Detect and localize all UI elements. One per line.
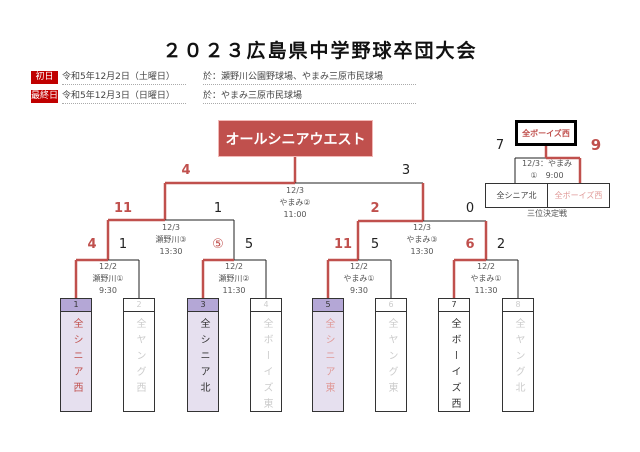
team-2: 2 全ヤング西 [123, 298, 155, 412]
sf1-score-right: 1 [213, 201, 223, 216]
final-day-label: 最終日 [31, 90, 59, 103]
date: 12/3 [162, 223, 180, 232]
place: 瀬野川③ [155, 235, 187, 244]
final-score-right: 3 [401, 163, 411, 178]
third-place-label: 三位決定戦 [527, 209, 567, 218]
time: ① 9:00 [530, 171, 564, 180]
qf2-score-left: ⑤ [212, 237, 224, 252]
time: 11:30 [474, 286, 498, 295]
sf1-score-left: 11 [113, 201, 133, 216]
team-number: 5 [313, 299, 343, 312]
sf2-score-left: 2 [370, 201, 380, 216]
date: 12/3 [286, 186, 304, 195]
final-info: 12/3 やまみ② 11:00 [279, 185, 310, 221]
final-day-date: 令和5年12月3日（日曜日） [62, 90, 186, 104]
team-number: 8 [503, 299, 533, 312]
team-name: 全ボーイズ西 [449, 318, 460, 414]
time: 9:30 [350, 286, 368, 295]
team-number: 6 [376, 299, 406, 312]
place: やまみ③ [406, 235, 438, 244]
qf3-info: 12/2 やまみ① 9:30 [343, 261, 374, 297]
time: 13:30 [410, 247, 434, 256]
sf1-info: 12/3 瀬野川③ 13:30 [155, 222, 186, 258]
time: 11:30 [222, 286, 246, 295]
team-number: 4 [251, 299, 281, 312]
date-place: 12/3：やまみ [522, 159, 572, 168]
day1-date: 令和5年12月2日（土曜日） [62, 71, 186, 85]
sf2-score-right: 0 [465, 201, 475, 216]
date: 12/2 [99, 262, 117, 271]
qf2-info: 12/2 瀬野川② 11:30 [218, 261, 249, 297]
champion-box: オールシニアウエスト [218, 120, 373, 157]
final-day-venue: 於：やまみ三原市民球場 [203, 90, 416, 104]
qf3-score-right: 5 [370, 237, 380, 252]
place: 瀬野川① [92, 274, 124, 283]
team-number: 1 [61, 299, 91, 312]
qf4-info: 12/2 やまみ① 11:30 [470, 261, 501, 297]
page-title: ２０２３広島県中学野球卒団大会 [162, 40, 478, 62]
time: 13:30 [159, 247, 183, 256]
qf4-score-right: 2 [496, 237, 506, 252]
team-name: 全シニア西 [71, 318, 82, 398]
third-place-winner: 全ボーイズ西 [515, 120, 577, 146]
team-4: 4 全ボーイズ東 [250, 298, 282, 414]
team-name: 全シニア東 [323, 318, 334, 398]
team-name: 全シニア北 [198, 318, 209, 398]
third-score-left: 7 [495, 138, 505, 153]
qf2-score-right: 5 [244, 237, 254, 252]
team-name: 全ヤング東 [386, 318, 397, 398]
qf4-score-left: 6 [465, 237, 475, 252]
team-name: 全ヤング北 [513, 318, 524, 398]
day1-venue: 於：瀬野川公園野球場、やまみ三原市民球場 [203, 71, 416, 85]
qf1-score-left: 4 [87, 237, 97, 252]
place: やまみ① [470, 274, 502, 283]
final-score-left: 4 [181, 163, 191, 178]
third-right-team: 全ボーイズ西 [547, 183, 610, 208]
team-7: 7 全ボーイズ西 [438, 298, 470, 414]
team-8: 8 全ヤング北 [502, 298, 534, 412]
place: やまみ② [279, 198, 311, 207]
qf1-info: 12/2 瀬野川① 9:30 [92, 261, 123, 297]
team-1: 1 全シニア西 [60, 298, 92, 412]
date: 12/2 [225, 262, 243, 271]
time: 9:30 [99, 286, 117, 295]
time: 11:00 [283, 210, 307, 219]
date: 12/2 [477, 262, 495, 271]
day1-label: 初日 [31, 71, 58, 84]
place: 瀬野川② [218, 274, 250, 283]
team-number: 2 [124, 299, 154, 312]
team-name: 全ヤング西 [134, 318, 145, 398]
place: やまみ① [343, 274, 375, 283]
third-left-team: 全シニア北 [485, 183, 548, 208]
team-6: 6 全ヤング東 [375, 298, 407, 412]
qf1-score-right: 1 [118, 237, 128, 252]
date: 12/3 [413, 223, 431, 232]
date: 12/2 [350, 262, 368, 271]
team-name: 全ボーイズ東 [261, 318, 272, 414]
team-5: 5 全シニア東 [312, 298, 344, 412]
third-score-right: 9 [590, 136, 602, 154]
team-3: 3 全シニア北 [187, 298, 219, 412]
qf3-score-left: 11 [333, 237, 353, 252]
team-number: 7 [439, 299, 469, 312]
team-number: 3 [188, 299, 218, 312]
sf2-info: 12/3 やまみ③ 13:30 [406, 222, 437, 258]
third-info: 12/3：やまみ ① 9:00 [522, 158, 572, 182]
